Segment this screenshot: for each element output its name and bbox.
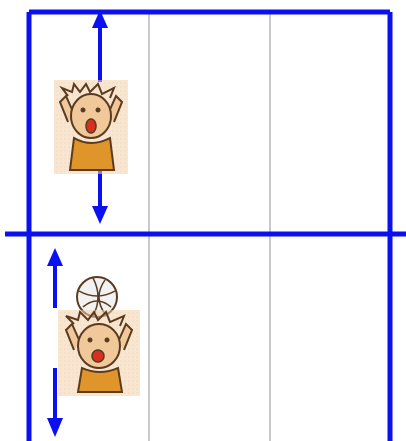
player-icon	[54, 80, 128, 174]
player-icon	[58, 310, 140, 396]
